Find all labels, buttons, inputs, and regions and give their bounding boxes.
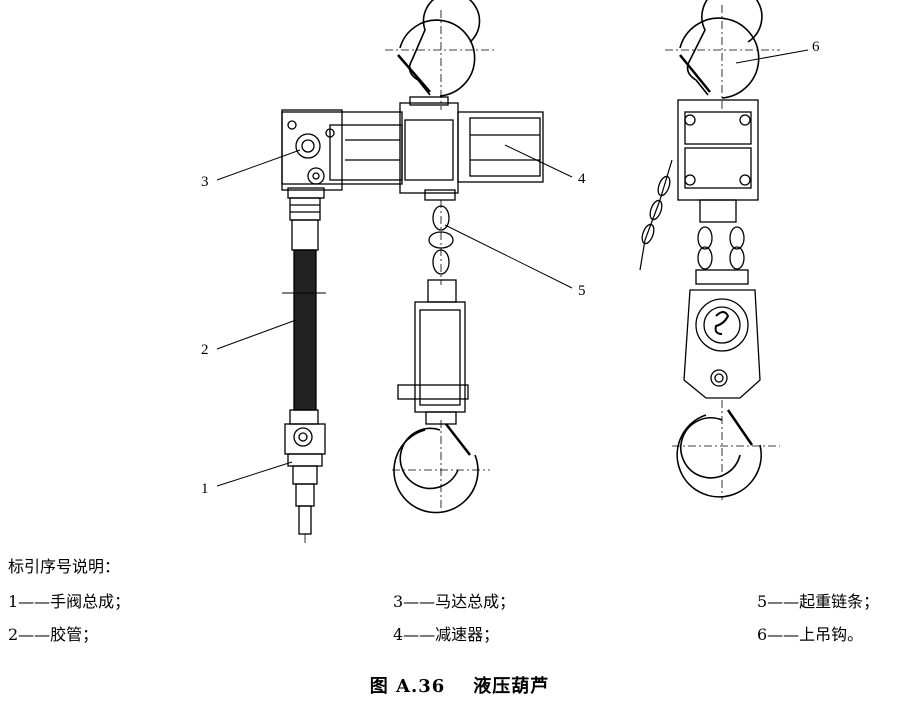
side-chains [639, 159, 749, 285]
leader-lines [216, 49, 809, 487]
side-housing [677, 99, 759, 223]
front-view [281, 0, 544, 543]
legend-title: 标引序号说明： [8, 557, 121, 576]
hydraulic-hoist-drawing [216, 0, 809, 543]
callout-1: 1 [201, 481, 209, 497]
side-view [639, 0, 780, 500]
legend-item-5: 5——起重链条； [757, 592, 880, 611]
lifting-chain-front [427, 200, 457, 303]
legend-item-3: 3——马达总成； [393, 592, 516, 611]
figure-title: 液压葫芦 [473, 676, 550, 697]
legend-item-6: 6——上吊钩。 [757, 625, 864, 644]
lower-hook-front [392, 420, 490, 514]
lower-block-front [397, 301, 469, 425]
callout-6: 6 [812, 39, 820, 55]
figure-label: 图 A.36 [369, 676, 446, 697]
hand-valve [284, 423, 326, 543]
leader-1 [216, 461, 293, 487]
side-lower-block [683, 289, 761, 399]
upper-hook-side [665, 0, 780, 110]
callout-2: 2 [201, 342, 209, 358]
leader-2 [216, 319, 297, 350]
upper-hook-front [385, 0, 495, 110]
leader-3 [216, 149, 301, 181]
reducer-body [399, 96, 544, 201]
legend-item-4: 4——减速器； [393, 625, 500, 644]
motor-assembly [281, 109, 403, 221]
callout-3: 3 [201, 174, 209, 190]
leader-5 [444, 224, 573, 289]
leader-6 [735, 49, 809, 64]
leader-4 [504, 144, 573, 178]
figure-caption: 图 A.36 液压葫芦 [0, 672, 919, 698]
legend-item-2: 2——胶管； [8, 625, 99, 644]
callout-5: 5 [578, 283, 586, 299]
lower-hook-side [672, 400, 780, 500]
callout-4: 4 [578, 171, 586, 187]
legend-item-1: 1——手阀总成； [8, 592, 131, 611]
hose [282, 219, 326, 425]
